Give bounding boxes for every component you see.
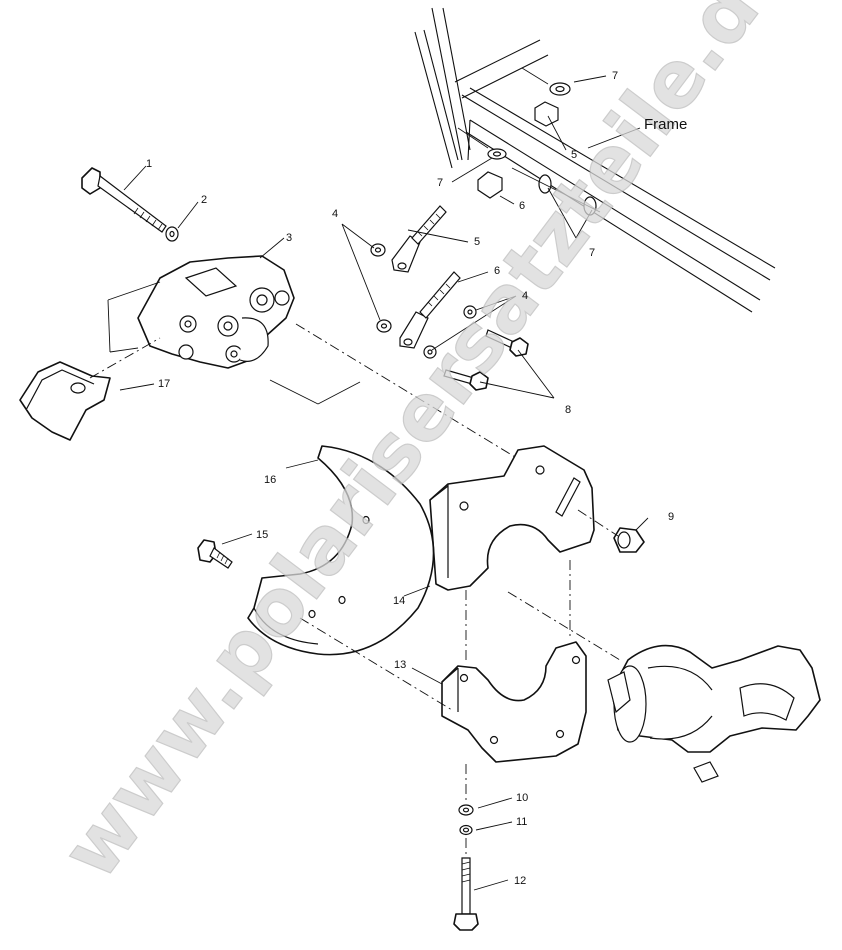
callout-4-upper: 4 xyxy=(332,208,338,220)
callout-11: 11 xyxy=(516,816,527,828)
line-washers xyxy=(423,305,477,359)
brake-line-upper xyxy=(370,205,447,273)
frame-bushing-lower xyxy=(457,127,507,199)
callout-9: 9 xyxy=(668,511,674,523)
callout-6-frame: 6 xyxy=(519,200,525,212)
disc-guard xyxy=(247,445,435,656)
caliper-bracket xyxy=(429,445,595,591)
frame-structure xyxy=(414,7,776,313)
callout-16: 16 xyxy=(264,474,276,486)
brake-caliper xyxy=(137,255,295,369)
brake-pad xyxy=(19,361,111,441)
frame-bushing-upper xyxy=(521,67,571,127)
callout-7-top: 7 xyxy=(612,70,618,82)
callout-4-lower: 4 xyxy=(522,290,528,302)
watermark-text: www.polarisersatzteile.de xyxy=(45,0,809,895)
callout-6-line: 6 xyxy=(494,265,500,277)
bracket-bushing xyxy=(613,527,645,553)
callout-7-left: 7 xyxy=(437,177,443,189)
bracket-clamp xyxy=(441,641,587,763)
disc-guard-bolt xyxy=(197,539,233,569)
callout-5-line: 5 xyxy=(474,236,480,248)
lock-washer xyxy=(459,824,473,836)
callout-1: 1 xyxy=(146,158,152,170)
brake-line-lower xyxy=(376,271,461,349)
callout-8: 8 xyxy=(565,404,571,416)
bolt-washer xyxy=(165,226,179,242)
callout-2: 2 xyxy=(201,194,207,206)
rear-axle-housing xyxy=(607,644,821,783)
banjo-bolts xyxy=(443,329,529,391)
callout-5-frame: 5 xyxy=(571,149,577,161)
callout-15: 15 xyxy=(256,529,268,541)
callout-17: 17 xyxy=(158,378,170,390)
frame-label: Frame xyxy=(644,116,687,133)
callout-13: 13 xyxy=(394,659,406,671)
callout-3: 3 xyxy=(286,232,292,244)
callout-14: 14 xyxy=(393,595,405,607)
washer xyxy=(458,804,474,816)
callout-12: 12 xyxy=(514,875,526,887)
caliper-bolt xyxy=(81,167,167,233)
callout-10: 10 xyxy=(516,792,528,804)
bracket-bolt xyxy=(453,857,479,931)
callout-7-right: 7 xyxy=(589,247,595,259)
